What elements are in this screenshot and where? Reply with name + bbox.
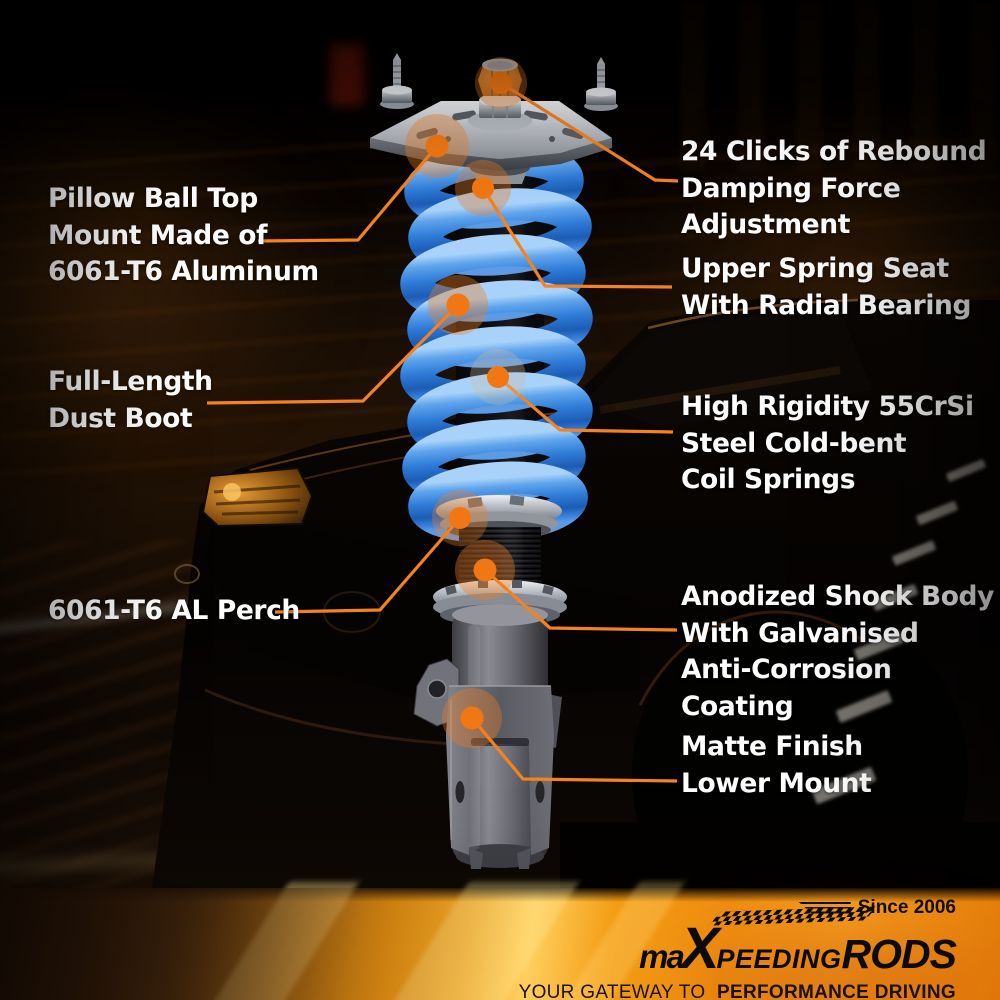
brand-rods: RODS [841,931,957,977]
callout-dots [405,57,527,748]
blurred-tail-light [330,44,364,106]
maxpeedingrods-logo: Since 2006 ma X PEEDING RODS YOUR GATEWA… [519,897,957,1000]
callout-shock-body: Anodized Shock Body With Galvanised Anti… [681,581,994,722]
mounting-stud-right [584,57,618,111]
callout-line [257,144,439,243]
callout-line [481,187,673,289]
wheel-arch-highlight [638,610,863,706]
callout-dot-icon [470,349,526,405]
center-hex-nut [468,93,532,131]
headlight-glow [223,483,241,501]
brand-wordmark: ma X PEEDING RODS [639,906,957,981]
tagline-bold: PERFORMANCE DRIVING [717,982,956,1000]
callout-line [483,568,678,632]
windshield [588,303,872,428]
callout-dust-boot: Full-Length Dust Boot [48,366,213,434]
callout-dot-icon [455,160,511,216]
callout-dot-icon [405,114,469,178]
checkered-flag-icon [708,906,878,926]
callout-line [206,303,460,405]
brand-peeding: PEEDING [716,944,842,974]
brand-ma: ma [639,938,685,975]
banner-red-glow [640,910,1000,1000]
roof-highlight [647,298,859,330]
callout-lower-mount: Matte Finish Lower Mount [681,731,872,799]
callout-line [500,81,679,183]
callout-rebound-adjustment: 24 Clicks of Rebound Damping Force Adjus… [681,136,987,240]
callout-dot-icon [428,275,488,335]
mounting-stud-left [380,53,414,109]
callout-pillow-ball-top-mount: Pillow Ball Top Mount Made of 6061-T6 Al… [48,183,319,287]
callout-dot-icon [455,540,515,600]
callout-line [274,516,462,614]
callout-upper-spring-seat: Upper Spring Seat With Radial Bearing [681,253,972,321]
footer-banner: Since 2006 ma X PEEDING RODS YOUR GATEWA… [0,882,1000,1000]
callout-al-perch: 6061-T6 AL Perch [48,595,300,626]
brand-tagline: YOUR GATEWAY TO PERFORMANCE DRIVING [519,982,956,1000]
callout-dot-icon [442,688,502,748]
blurred-city-buildings [680,0,1000,170]
callout-dot-icon [432,490,488,546]
callout-line [470,716,678,783]
logo-since-text: Since 2006 [857,897,956,918]
tagline-prefix: YOUR GATEWAY TO [518,982,706,1000]
brand-x: X [680,916,720,981]
callout-dot-icon [475,57,527,109]
coil-spring [400,143,593,543]
callout-coil-springs: High Rigidity 55CrSi Steel Cold-bent Coi… [681,391,974,495]
honda-badge [174,564,200,584]
callout-line [496,375,674,434]
